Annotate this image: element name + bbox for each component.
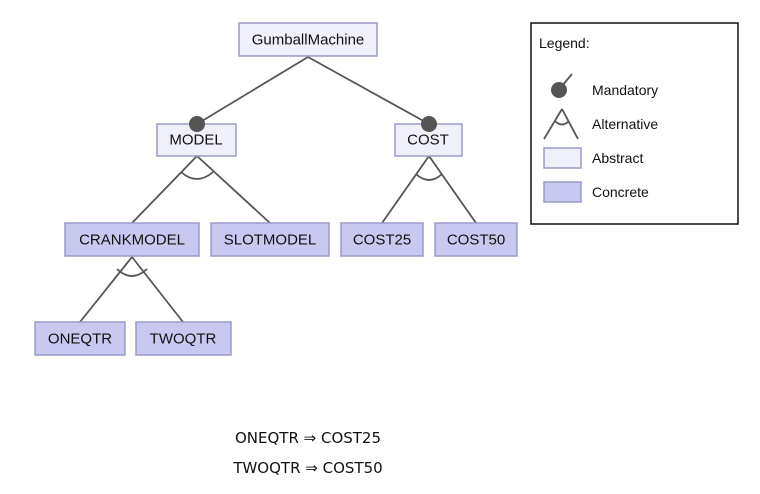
alternative-arc-cost [415,173,443,181]
feature-cost-label: COST [407,132,449,149]
edge-cost-cost50 [428,155,477,224]
mandatory-icon [551,82,567,98]
feature-root-label: GumballMachine [252,32,365,49]
edge-root-cost [307,56,430,125]
legend: Legend: Mandatory Alternative Abstract C… [530,22,739,225]
abstract-swatch [543,147,582,169]
feature-model-label: MODEL [169,132,222,149]
constraints: ONEQTR ⇒ COST25 TWOQTR ⇒ COST50 [232,429,382,477]
legend-concrete-label: Concrete [592,184,649,200]
legend-abstract: Abstract [543,147,643,169]
legend-abstract-label: Abstract [592,150,643,166]
edge-crankmodel-twoqtr [131,256,184,323]
legend-mandatory-label: Mandatory [592,82,658,98]
alternative-icon [543,108,579,140]
feature-cost25-label: COST25 [353,232,411,249]
feature-oneqtr-label: ONEQTR [48,331,112,348]
legend-mandatory: Mandatory [551,73,658,98]
feature-slotmodel-label: SLOTMODEL [224,232,317,249]
legend-concrete: Concrete [543,181,649,203]
feature-cost50-label: COST50 [447,232,505,249]
legend-alternative-label: Alternative [592,116,658,132]
feature-crankmodel[interactable]: CRANKMODEL [64,222,200,257]
feature-cost50[interactable]: COST50 [434,222,518,257]
feature-slotmodel[interactable]: SLOTMODEL [210,222,330,257]
edge-crankmodel-oneqtr [79,256,133,323]
edge-root-model [196,56,309,125]
feature-twoqtr[interactable]: TWOQTR [135,321,232,356]
constraint-2: TWOQTR ⇒ COST50 [232,459,382,477]
feature-twoqtr-label: TWOQTR [150,331,217,348]
edge-cost-cost25 [381,155,430,224]
alternative-arc-crankmodel [116,268,148,277]
feature-root[interactable]: GumballMachine [238,22,378,57]
mandatory-marker-model [189,116,205,132]
feature-crankmodel-label: CRANKMODEL [79,232,185,249]
alternative-arc-model [180,171,214,180]
legend-title: Legend: [539,35,590,51]
edge-model-crankmodel [131,155,198,224]
edges [79,56,477,323]
mandatory-marker-cost [421,116,437,132]
edge-model-slotmodel [196,155,271,224]
legend-alternative: Alternative [543,108,658,140]
constraint-1: ONEQTR ⇒ COST25 [235,429,381,447]
feature-oneqtr[interactable]: ONEQTR [34,321,126,356]
feature-cost25[interactable]: COST25 [340,222,424,257]
concrete-swatch [543,181,582,203]
